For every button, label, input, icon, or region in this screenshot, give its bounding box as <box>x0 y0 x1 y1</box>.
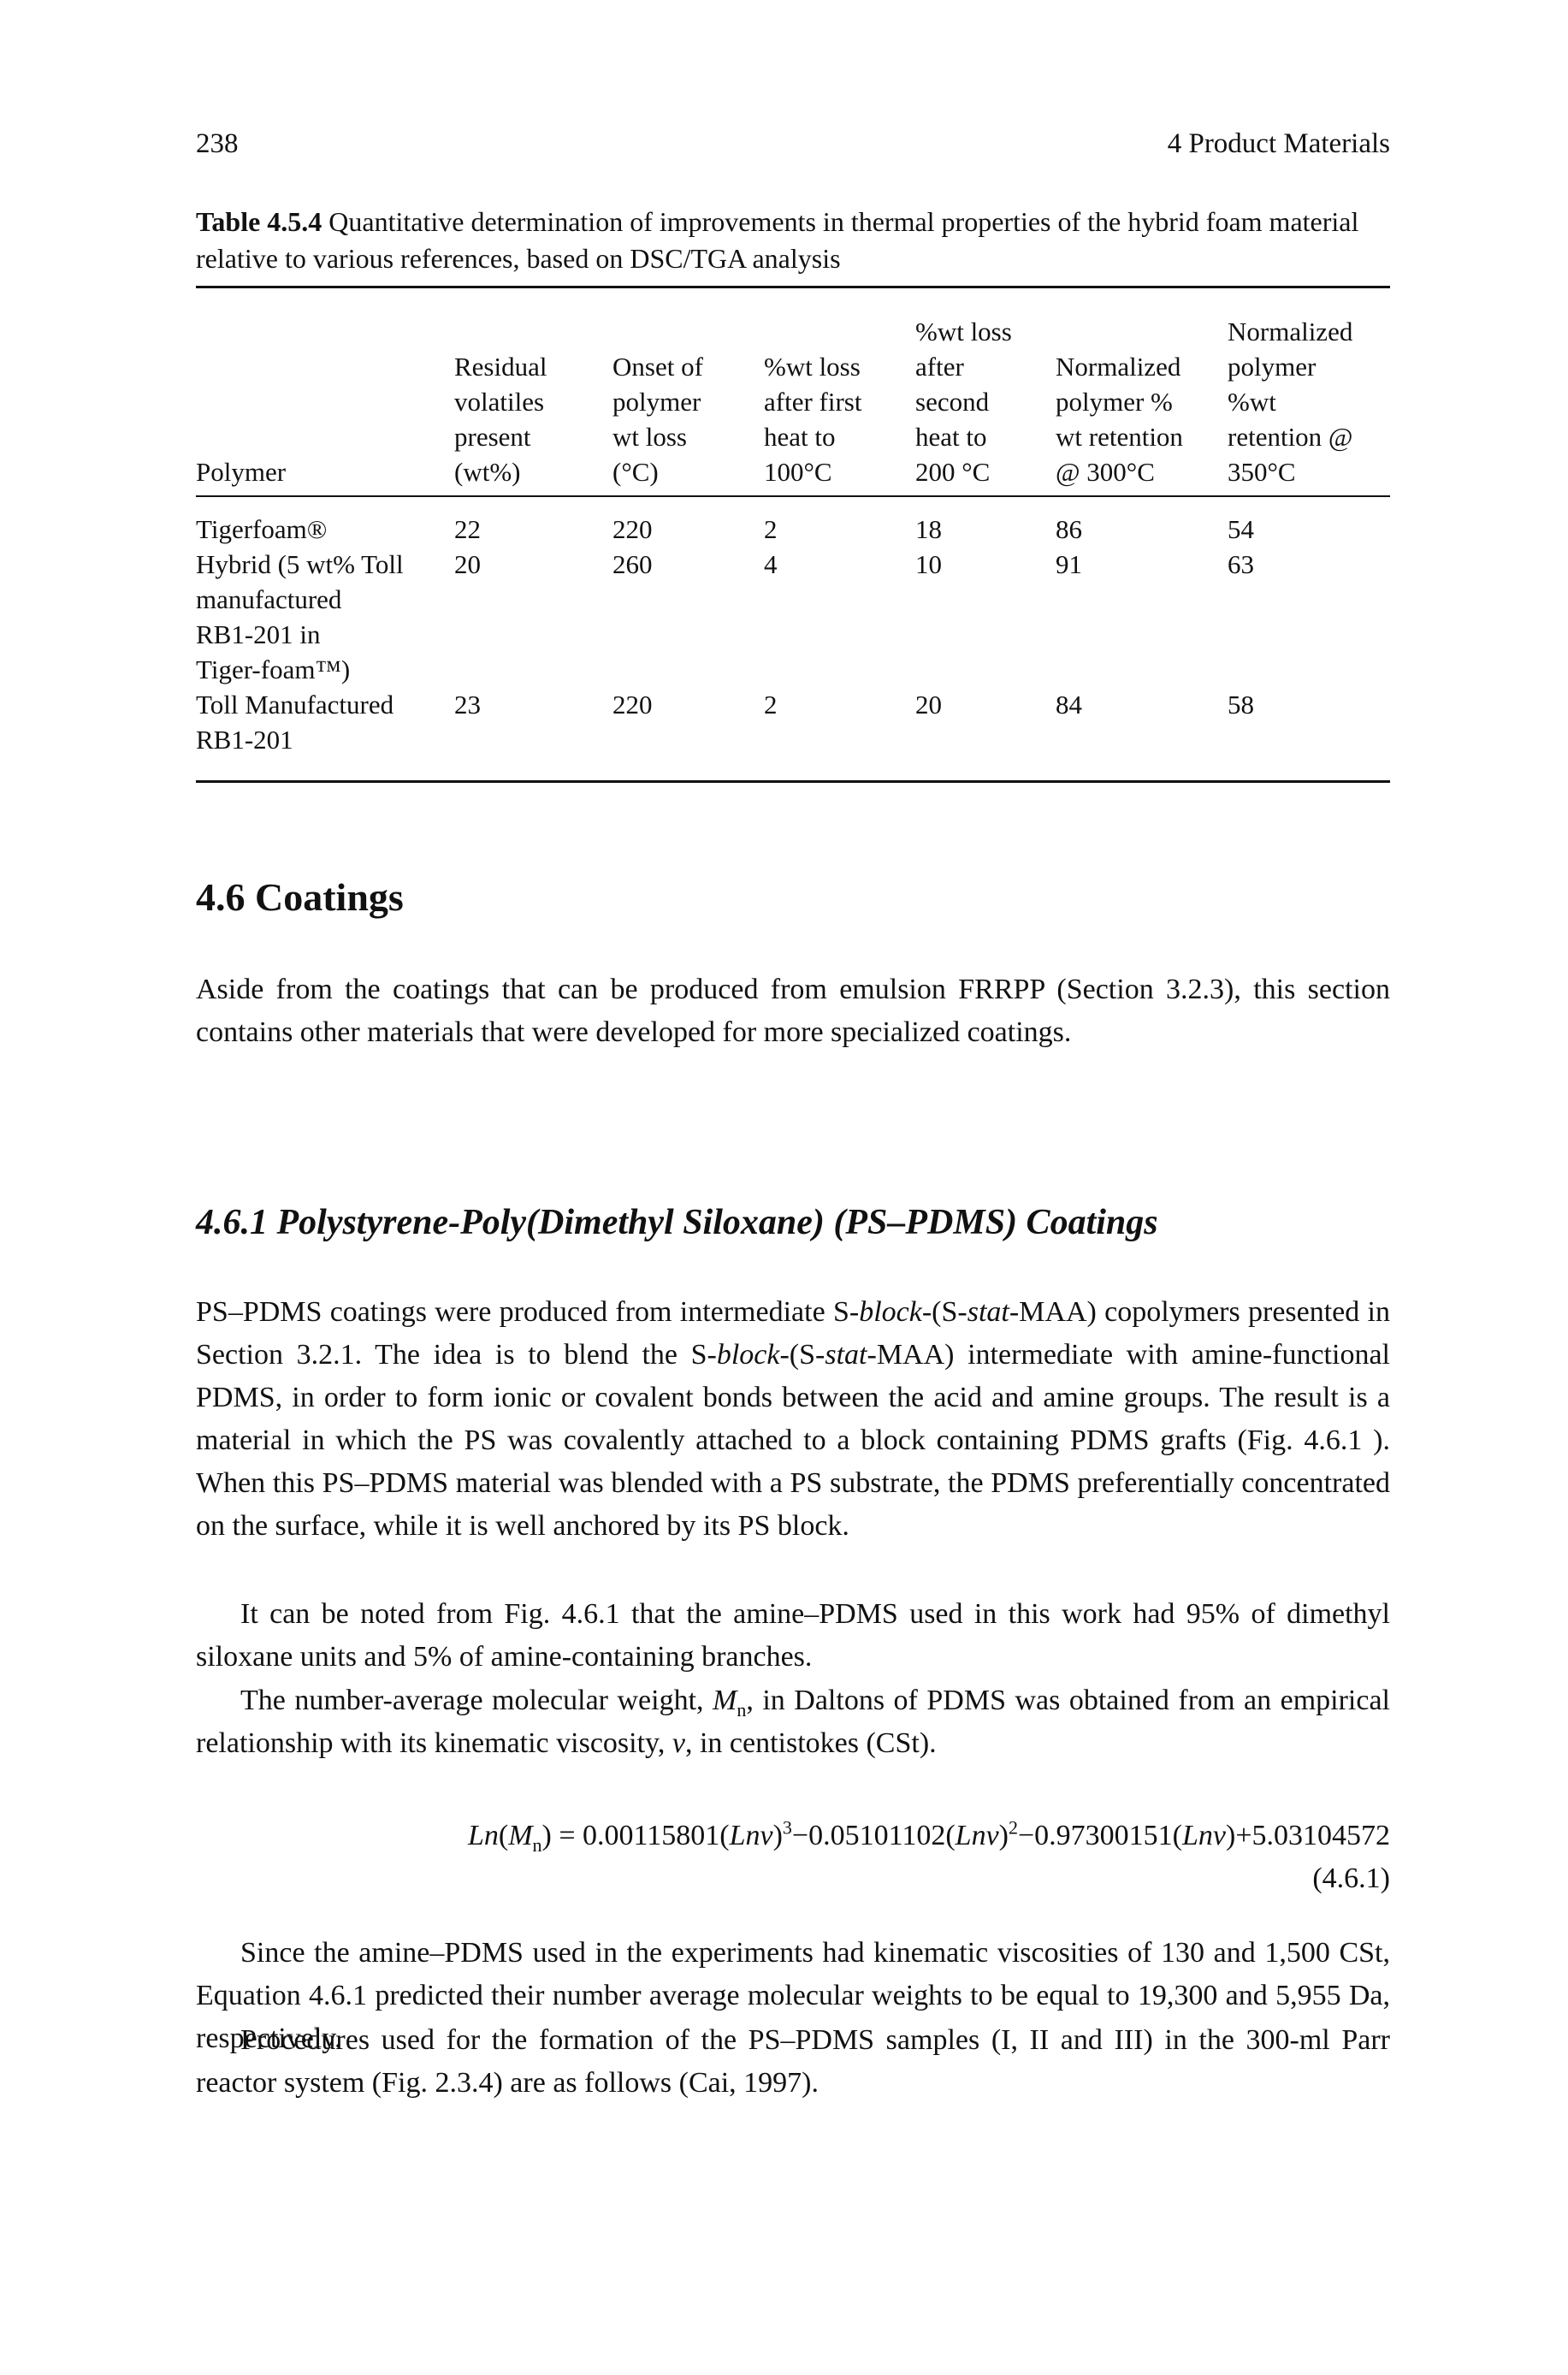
running-head: 238 4 Product Materials <box>196 128 1390 171</box>
table-caption: Table 4.5.4 Quantitative determination o… <box>196 204 1390 277</box>
text-run: , in Daltons of PDMS was obtained from a… <box>196 1685 1390 1759</box>
eq-lnv: Lnν <box>729 1820 773 1851</box>
eq-ln: Ln <box>467 1820 499 1851</box>
eq-text: −0.05101102( <box>791 1820 956 1851</box>
page-number: 238 <box>196 128 239 159</box>
column-header: Normalized polymer % wt retention @ 300°… <box>1056 352 1183 487</box>
column-header: Normalized polymer %wt retention @ 350°C <box>1228 317 1353 487</box>
text-run: -MAA) intermediate with amine-functional… <box>196 1339 1390 1542</box>
table-cell: 86 <box>1056 514 1082 544</box>
table-cell: 20 <box>915 690 942 720</box>
table-cell: 20 <box>454 549 481 579</box>
body-paragraph: Aside from the coatings that can be prod… <box>196 974 1390 1048</box>
column-header: Polymer <box>196 457 287 487</box>
italic-run: stat <box>825 1339 867 1371</box>
eq-lnv: Lnν <box>1182 1820 1226 1851</box>
table-cell: 54 <box>1228 514 1254 544</box>
table-cell: 63 <box>1228 549 1254 579</box>
table-cell: Hybrid (5 wt% Toll manufactured RB1-201 … <box>196 549 404 684</box>
section-heading: 4.6 Coatings <box>196 875 404 919</box>
column-header: Onset of polymer wt loss (°C) <box>612 352 703 487</box>
eq-exponent: 2 <box>1009 1816 1018 1839</box>
table-cell: 220 <box>612 514 653 544</box>
text-run: , in centistokes (CSt). <box>684 1727 937 1759</box>
table-cell: 4 <box>764 549 778 579</box>
body-paragraph: It can be noted from Fig. 4.6.1 that the… <box>196 1598 1390 1673</box>
body-paragraph: PS–PDMS coatings were produced from inte… <box>196 1291 1390 1548</box>
table-header-rule <box>196 495 1390 497</box>
equation-number: (4.6.1) <box>1312 1863 1390 1894</box>
text-run: -(S- <box>921 1296 967 1328</box>
text-run: -(S- <box>779 1339 825 1371</box>
table-caption-text: Quantitative determination of improvemen… <box>196 206 1359 274</box>
table-cell: 260 <box>612 549 653 579</box>
column-header: %wt loss after first heat to 100°C <box>764 352 862 487</box>
text-run: The number-average molecular weight, <box>240 1685 713 1716</box>
table-bottom-rule <box>196 780 1390 783</box>
eq-text: ) <box>998 1820 1009 1851</box>
table-cell: Tigerfoam® <box>196 514 328 544</box>
symbol-m: M <box>713 1685 737 1716</box>
table-row: Toll Manufactured RB1-201 23 220 2 20 84… <box>196 687 1390 757</box>
column-header: %wt loss after second heat to 200 °C <box>915 317 1012 487</box>
table-cell: 18 <box>915 514 942 544</box>
table-cell: Toll Manufactured RB1-201 <box>196 690 394 755</box>
subsection-heading: 4.6.1 Polystyrene-Poly(Dimethyl Siloxane… <box>196 1203 1158 1242</box>
table-caption-label: Table 4.5.4 <box>196 206 322 237</box>
text-run: -MAA) copolymers presented in Section 3.… <box>196 1296 1390 1371</box>
body-paragraph: Procedures used for the formation of the… <box>196 2024 1390 2099</box>
eq-lnv: Lnν <box>955 1820 999 1851</box>
eq-exponent: 3 <box>782 1816 792 1839</box>
eq-sub-n: n <box>532 1833 542 1856</box>
body-paragraph: Since the amine–PDMS used in the experim… <box>196 1937 1390 2054</box>
data-table: Polymer Residual volatiles present (wt%)… <box>196 299 1390 757</box>
table-cell: 22 <box>454 514 481 544</box>
table-cell: 10 <box>915 549 942 579</box>
subscript-n: n <box>737 1698 747 1721</box>
eq-text: ) <box>772 1820 783 1851</box>
symbol-nu: ν <box>672 1727 685 1759</box>
table-cell: 2 <box>764 690 778 720</box>
eq-text: −0.97300151( <box>1018 1820 1182 1851</box>
table-cell: 91 <box>1056 549 1082 579</box>
eq-text: )+5.03104572 <box>1226 1820 1390 1851</box>
table-header-row: Polymer Residual volatiles present (wt%)… <box>196 299 1390 489</box>
italic-run: block <box>859 1296 922 1328</box>
column-header: Residual volatiles present (wt%) <box>454 352 547 487</box>
body-paragraph: The number-average molecular weight, Mn,… <box>196 1679 1390 1765</box>
table-cell: 58 <box>1228 690 1254 720</box>
table-cell: 220 <box>612 690 653 720</box>
equation-4-6-1: Ln(Mn) = 0.00115801(Lnν)3−0.05101102(Lnν… <box>196 1815 1390 1900</box>
table-row: Hybrid (5 wt% Toll manufactured RB1-201 … <box>196 547 1390 687</box>
text-run: PS–PDMS coatings were produced from inte… <box>196 1296 860 1328</box>
eq-m: M <box>508 1820 533 1851</box>
equation-body: Ln(Mn) = 0.00115801(Lnν)3−0.05101102(Lnν… <box>467 1816 1390 1856</box>
table-cell: 2 <box>764 514 778 544</box>
italic-run: block <box>716 1339 780 1371</box>
italic-run: stat <box>967 1296 1009 1328</box>
eq-text: = 0.00115801( <box>551 1820 730 1851</box>
chapter-title: 4 Product Materials <box>1167 128 1390 159</box>
table-top-rule <box>196 286 1390 288</box>
table-cell: 23 <box>454 690 481 720</box>
table-cell: 84 <box>1056 690 1082 720</box>
table-row: Tigerfoam® 22 220 2 18 86 54 <box>196 489 1390 547</box>
